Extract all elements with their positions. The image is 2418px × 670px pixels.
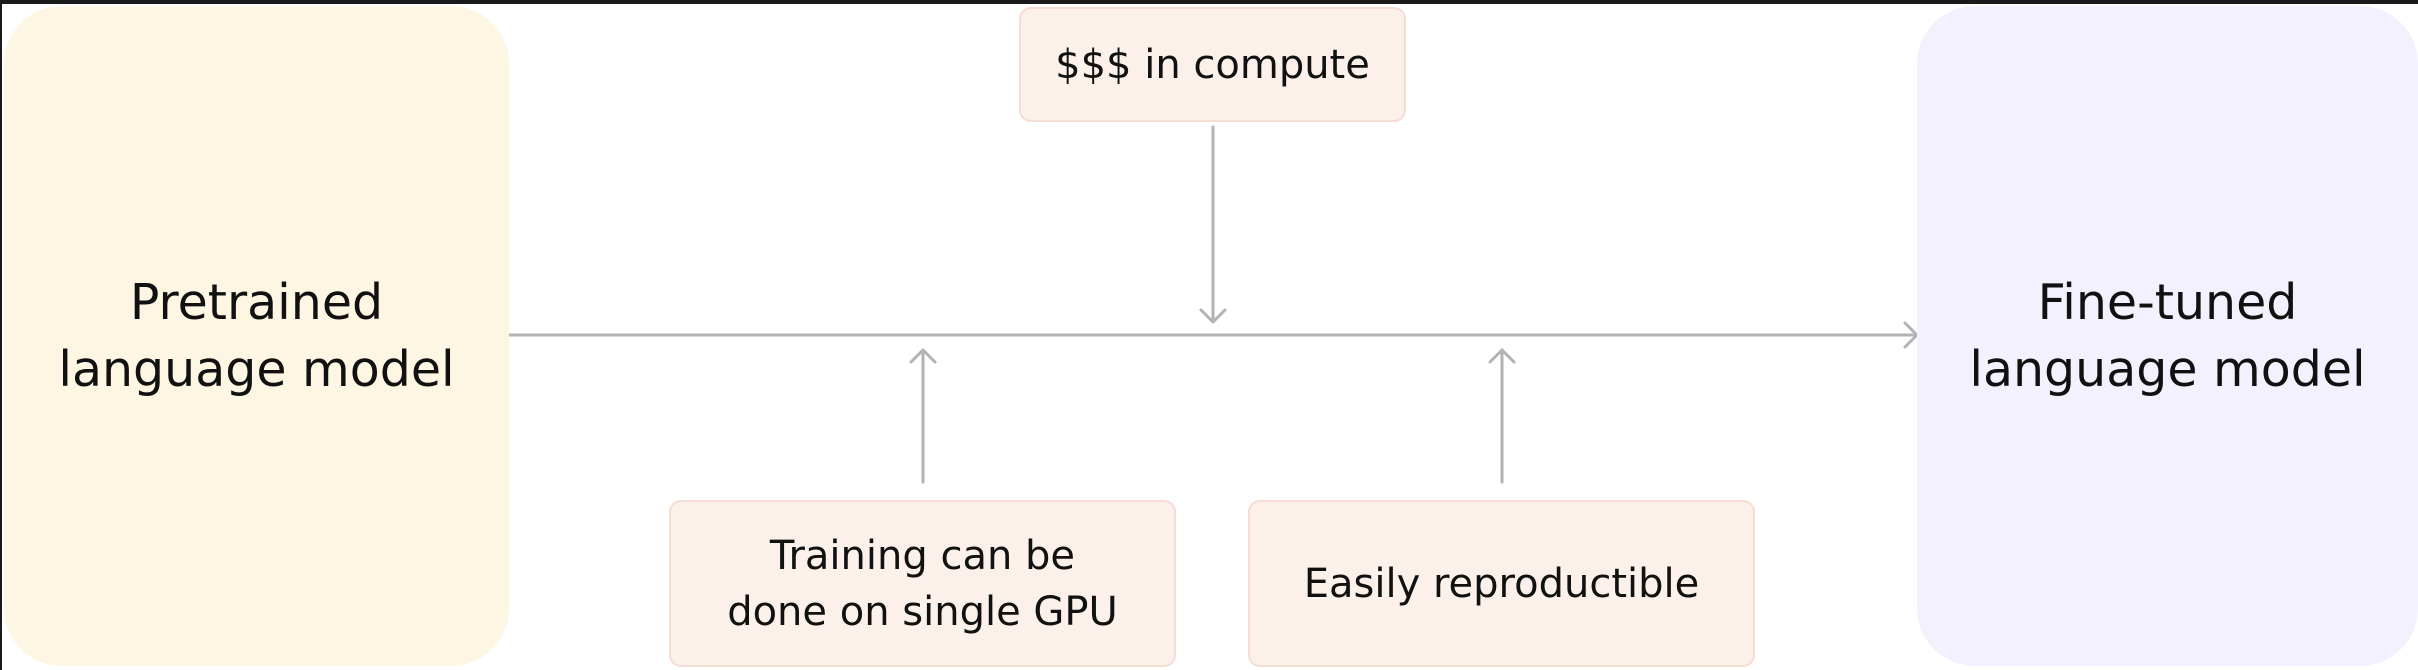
reproducible-note: Easily reproductible [1248,500,1755,667]
reproducible-label: Easily reproductible [1303,560,1700,607]
window-top-border [0,0,2418,4]
compute-cost-note: $$$ in compute [1019,7,1406,122]
compute-cost-arrow [1199,125,1227,324]
compute-cost-label: $$$ in compute [1055,41,1370,88]
window-left-border [0,0,2,670]
pretrained-model-node: Pretrained language model [4,6,509,666]
single-gpu-arrow [909,348,937,484]
pretrained-model-label: Pretrained language model [58,274,455,398]
main-flow-arrow [507,321,1919,349]
single-gpu-label: Training can be done on single GPU [727,532,1118,635]
reproducible-arrow [1488,348,1516,484]
finetuned-model-label: Fine-tuned language model [1969,274,2366,398]
single-gpu-note: Training can be done on single GPU [669,500,1176,667]
finetuned-model-node: Fine-tuned language model [1917,6,2418,666]
